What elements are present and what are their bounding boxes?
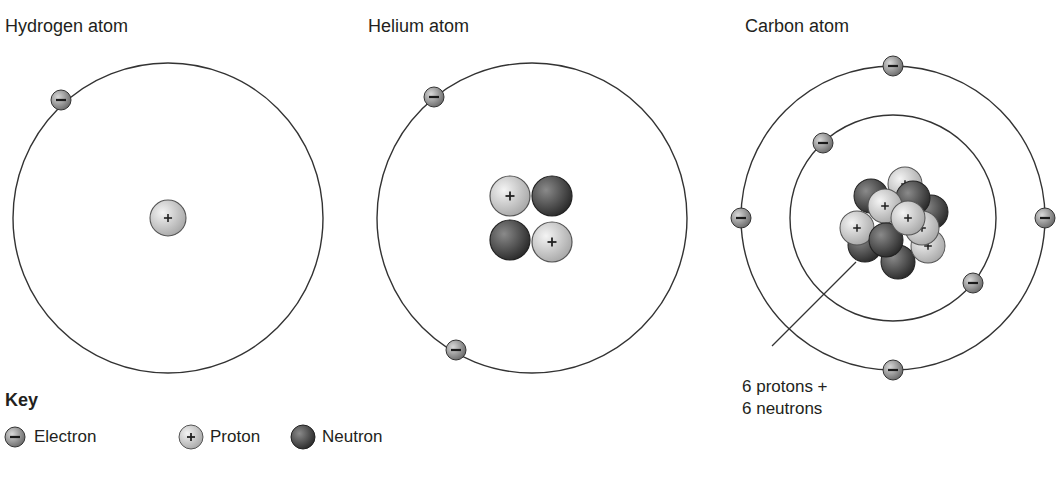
electron-shell [13,63,323,373]
electron-symbol [51,90,71,110]
inner-shell [790,115,996,321]
electron-shell [377,63,687,373]
atom-title: Hydrogen atom [5,16,128,38]
electron-symbol [731,208,751,228]
legend-text: Neutron [322,427,382,447]
proton-symbol [179,425,203,449]
proton-symbol [490,176,530,216]
key-heading: Key [5,390,38,412]
proton-symbol [532,222,572,262]
legend-sample [290,424,316,450]
electron-symbol [424,87,444,107]
electron-symbol [1035,208,1055,228]
helium-atom [377,63,687,373]
electron-symbol [883,360,903,380]
minus-sign [10,436,20,438]
neutron-symbol [490,220,530,260]
atom-title: Helium atom [368,16,469,38]
proton-symbol [150,200,186,236]
proton-symbol [891,201,925,235]
electron-symbol [5,427,25,447]
neutron-symbol [291,425,315,449]
neutron-symbol [532,176,572,216]
carbon-atom [731,56,1055,380]
legend-item: Electron [2,424,96,450]
electron-symbol [446,340,466,360]
legend-item: Neutron [290,424,382,450]
legend-sample [2,424,28,450]
plus-sign [190,433,192,441]
legend-sample [178,424,204,450]
electron-symbol [813,133,833,153]
legend-item: Proton [178,424,260,450]
legend-text: Proton [210,427,260,447]
leader-line [772,262,856,346]
callout-label: 6 protons + 6 neutrons [742,376,834,420]
electron-symbol [883,56,903,76]
outer-shell [741,66,1045,370]
electron-symbol [963,273,983,293]
hydrogen-atom [13,63,323,373]
legend-text: Electron [34,427,96,447]
atom-title: Carbon atom [745,16,849,38]
